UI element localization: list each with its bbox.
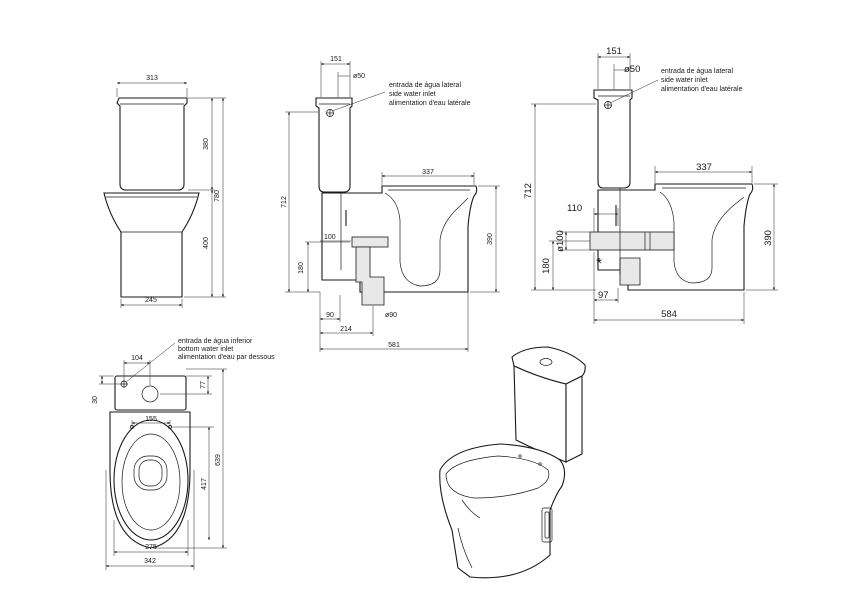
- dim-top-417: 417: [201, 478, 208, 490]
- side-b-outlet-pipe: [589, 231, 675, 251]
- dim-side-a-inlet-diameter: ø50: [353, 73, 365, 80]
- side-a-note-fr: alimentation d'eau latérale: [389, 100, 471, 107]
- front-view: 313 380 400 780 245: [103, 75, 226, 308]
- side-b-note-fr: alimentation d'eau latérale: [661, 86, 743, 93]
- dim-top-155: 155: [145, 416, 157, 423]
- side-a-note-pt: entrada de água lateral: [389, 82, 461, 89]
- persp-flush-button: [539, 358, 553, 366]
- side-view-a: 151 ø50 entrada de água lateral side wat…: [281, 56, 500, 352]
- side-a-outlet-pipe: [351, 236, 389, 248]
- top-seat: [113, 419, 189, 541]
- dim-side-a-inlet-offset: 151: [330, 56, 342, 63]
- front-bowl: [103, 192, 200, 298]
- dim-top-77: 77: [200, 381, 207, 389]
- dim-top-342: 342: [144, 558, 156, 565]
- dim-top-104: 104: [131, 355, 143, 362]
- dim-side-a-214: 214: [340, 326, 352, 333]
- dim-side-b-97: 97: [598, 290, 609, 301]
- top-bowl: [109, 411, 191, 549]
- dim-side-a-outlet-height: 180: [298, 262, 305, 274]
- top-view: entrada de água inferior bottom water in…: [92, 338, 275, 570]
- side-view-b: 151 ø50 entrada de água lateral side wat…: [523, 46, 778, 324]
- dim-tank-width: 313: [146, 75, 158, 82]
- side-b-tank: [593, 89, 633, 189]
- dim-side-b-bowl-depth: 337: [696, 162, 712, 173]
- dim-side-a-100: 100: [324, 234, 336, 241]
- dim-side-a-total-depth: 581: [388, 342, 400, 349]
- side-b-note-en: side water inlet: [661, 77, 708, 84]
- dim-side-b-inlet-offset: 151: [606, 46, 622, 57]
- dim-top-275: 275: [145, 544, 157, 551]
- persp-bowl: [439, 443, 566, 579]
- dim-side-a-bowl-depth: 337: [422, 169, 434, 176]
- side-a-note-en: side water inlet: [389, 91, 436, 98]
- side-b-bowl: [597, 183, 754, 291]
- top-note-fr: alimentation d'eau par dessous: [178, 354, 275, 361]
- dim-side-b-outlet-height: 180: [541, 258, 552, 274]
- dim-side-a-rim-height: 390: [487, 233, 494, 245]
- top-flush-button: [141, 385, 159, 403]
- dim-side-b-total-depth: 584: [661, 309, 677, 320]
- perspective-view: [439, 346, 586, 579]
- top-note-pt: entrada de água inferior: [178, 338, 253, 345]
- side-b-star: *: [596, 255, 602, 272]
- dim-tank-height: 380: [203, 138, 210, 150]
- side-a-tank: [315, 97, 353, 193]
- dim-top-639: 639: [215, 454, 222, 466]
- dim-side-b-inlet-diameter: ø50: [624, 64, 640, 75]
- dim-base-width: 245: [145, 297, 157, 304]
- dim-bowl-height: 400: [203, 237, 210, 249]
- dim-front-total-height: 780: [214, 190, 221, 202]
- dim-side-a-total-height: 712: [281, 196, 288, 208]
- side-b-note-pt: entrada de água lateral: [661, 68, 733, 75]
- side-a-bowl: [321, 185, 478, 293]
- dim-top-30: 30: [92, 396, 99, 404]
- dim-side-b-rim-height: 390: [763, 230, 774, 246]
- front-tank: [116, 97, 188, 191]
- dim-side-a-90: 90: [326, 312, 334, 319]
- top-tank: [114, 375, 187, 411]
- top-note-en: bottom water inlet: [178, 346, 233, 353]
- dim-side-b-110: 110: [567, 203, 582, 214]
- dim-side-b-total-height: 712: [523, 183, 534, 199]
- dim-side-a-o90: ø90: [385, 312, 397, 319]
